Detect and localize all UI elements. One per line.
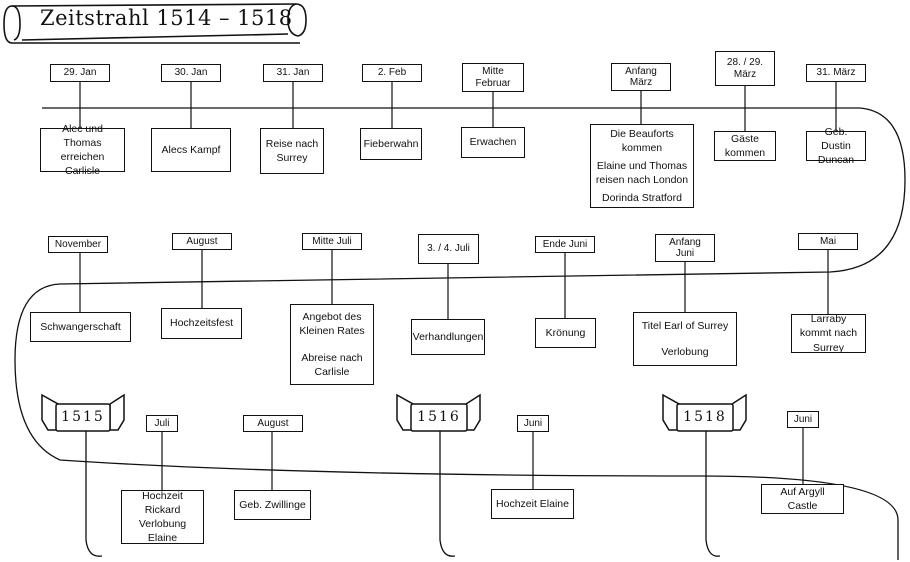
event-label: Angebot des Kleinen Rates xyxy=(299,311,365,338)
year-banner-icon xyxy=(662,393,747,432)
year-label-1516: 1516 xyxy=(417,409,461,425)
date-box: 30. Jan xyxy=(161,64,221,82)
page-title: Zeitstrahl 1514 – 1518 xyxy=(40,6,293,30)
event-box: Larraby kommt nach Surrey xyxy=(791,313,866,354)
event-box: Alecs Kampf xyxy=(151,128,231,172)
event-label: Dorinda Stratford xyxy=(602,191,682,204)
timeline-tail-1518 xyxy=(705,420,721,557)
event-box: Geb. Zwillinge xyxy=(234,490,311,520)
year-banner-icon xyxy=(396,393,481,432)
event-label: Alecs Kampf xyxy=(161,143,221,156)
year-banner-icon xyxy=(41,393,125,432)
event-label: Verlobung xyxy=(661,346,709,358)
date-box: 2. Feb xyxy=(362,64,422,82)
date-box: Juli xyxy=(146,415,178,432)
event-box: Erwachen xyxy=(461,127,525,158)
timeline-tail-1515 xyxy=(85,420,103,557)
event-box: Reise nach Surrey xyxy=(260,128,324,174)
event-label: Hochzeit Rickard xyxy=(142,489,183,516)
date-box: August xyxy=(243,415,303,432)
timeline-tail-1516 xyxy=(439,420,456,557)
event-label: Reise nach Surrey xyxy=(265,137,319,164)
date-box: 31. Jan xyxy=(263,64,323,82)
date-box: Anfang März xyxy=(611,63,671,91)
event-label: Geb. Dustin Duncan xyxy=(817,125,855,167)
event-box: Hochzeitsfest xyxy=(161,308,242,339)
title-scroll-icon xyxy=(3,3,307,44)
timeline-path xyxy=(14,107,906,560)
date-box: Ende Juni xyxy=(535,236,595,253)
year-label-1518: 1518 xyxy=(683,409,727,425)
event-label: Titel Earl of Surrey xyxy=(641,319,729,332)
date-box: August xyxy=(172,233,232,250)
event-box: Auf Argyll Castle xyxy=(761,484,844,514)
event-box: Geb. Dustin Duncan xyxy=(806,126,866,166)
event-label: Elaine und Thomas reisen nach London xyxy=(595,159,689,187)
event-label: Abreise nach Carlisle xyxy=(301,351,363,378)
event-label: Fieberwahn xyxy=(363,137,419,150)
event-label: Geb. Zwillinge xyxy=(239,498,306,511)
date-box: Anfang Juni xyxy=(655,234,715,262)
date-box: Mitte Februar xyxy=(462,63,524,92)
event-box: Gäste kommen xyxy=(714,131,776,161)
year-label-1515: 1515 xyxy=(61,409,105,425)
event-label: Auf Argyll Castle xyxy=(780,485,825,512)
event-box: Schwangerschaft xyxy=(30,312,131,342)
event-box: Fieberwahn xyxy=(360,128,422,160)
date-box: Mai xyxy=(798,233,858,250)
date-box: 3. / 4. Juli xyxy=(418,234,479,264)
date-box: Mitte Juli xyxy=(302,233,362,250)
event-label: Hochzeit Elaine xyxy=(496,497,569,510)
event-box: Krönung xyxy=(535,318,596,348)
event-label: Alec und Thomas erreichen Carlisle xyxy=(60,122,105,178)
event-label: Erwachen xyxy=(469,136,517,149)
event-label: Die Beauforts kommen xyxy=(610,128,674,155)
date-box: Juni xyxy=(787,411,819,428)
event-label: Verlobung Elaine xyxy=(138,518,187,545)
event-label: Schwangerschaft xyxy=(40,320,121,333)
event-label: Gäste kommen xyxy=(724,132,766,159)
event-label: Krönung xyxy=(545,326,586,339)
event-label: Hochzeitsfest xyxy=(169,317,234,330)
event-box: Hochzeit Elaine xyxy=(491,489,574,519)
event-label: Larraby kommt nach Surrey xyxy=(799,313,858,354)
date-box: 29. Jan xyxy=(50,64,110,82)
date-box: Juni xyxy=(517,415,549,432)
date-box: 28. / 29. März xyxy=(715,51,775,86)
event-box: Alec und Thomas erreichen Carlisle xyxy=(40,123,125,177)
date-box: 31. März xyxy=(806,64,866,82)
event-label: Verhandlungen xyxy=(412,330,484,343)
date-box: November xyxy=(48,236,108,253)
event-box: Verhandlungen xyxy=(411,319,485,355)
